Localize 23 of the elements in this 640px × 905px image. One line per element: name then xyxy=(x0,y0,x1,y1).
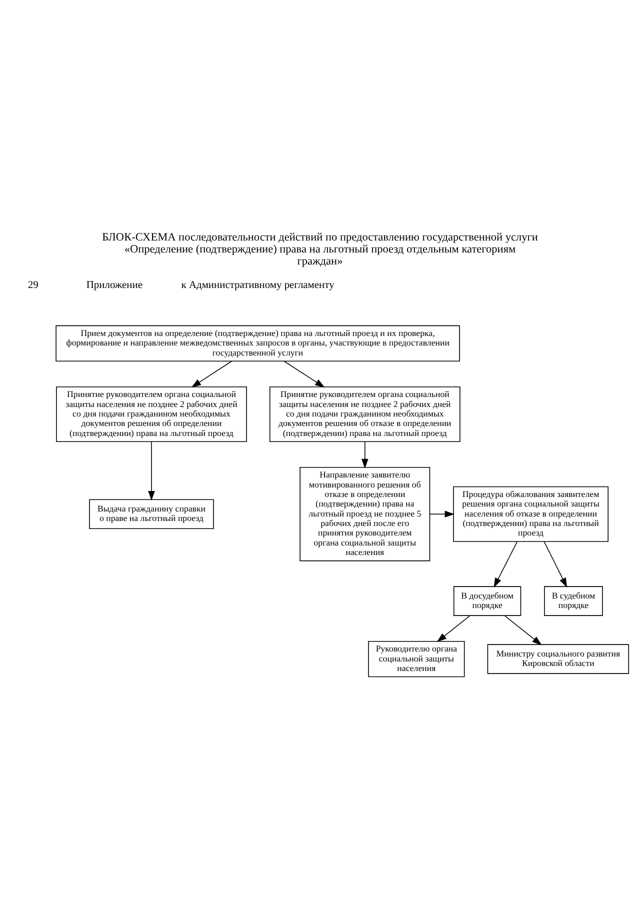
label: Приложение xyxy=(86,280,142,292)
label: 29 xyxy=(28,280,38,292)
arrow xyxy=(148,441,155,501)
arrow xyxy=(504,615,542,646)
arrow xyxy=(284,360,325,388)
node-box: Принятие руководителем органа социальной защиты населения не позднее 2 рабочих дней со дня подачи гражданином необходимых документов решения об отказе в определении (подтверждении) права на льготный проезд xyxy=(269,386,460,442)
node-box: Принятие руководителем органа социальной защиты населения не позднее 2 рабочих дней со дня подачи гражданином необходимых документов решения об определении (подтверждении) права на льготный проезд xyxy=(56,386,247,442)
node-box: Выдача гражданину справки о праве на льготный проезд xyxy=(89,499,214,529)
arrow xyxy=(494,541,518,588)
node-box: Руководителю органа социальной защиты населения xyxy=(368,640,465,678)
arrow xyxy=(430,510,454,518)
arrow xyxy=(436,615,470,642)
node-box: Направление заявителю мотивированного решения об отказе в определении (подтверждении) права на льготный проезд не позднее 5 рабочих дней после его принятия руководителем органа социальной защиты населения xyxy=(300,467,430,562)
arrow xyxy=(191,360,232,388)
node-box: В судебном порядке xyxy=(544,586,603,616)
diagram-title: БЛОК-СХЕМА последовательности действий по предоставлению государственной услуги «Определение (подтверждение) права на льготный проезд отдельным категориям граждан» xyxy=(102,231,538,268)
node-box: В досудебном порядке xyxy=(453,586,522,616)
node-box: Министру социального развития Кировской области xyxy=(487,644,630,674)
node-box: Процедура обжалования заявителем решения органа социальной защиты населения об отказе в определении (подтверждении) права на льготный проезд xyxy=(453,486,608,542)
label: к Административному регламенту xyxy=(181,280,334,292)
arrow xyxy=(544,541,568,588)
arrow xyxy=(362,441,368,469)
node-box: Прием документов на определение (подтверждение) права на льготный проезд и их проверка, формирование и направление межведомственных запросов в органы, участвующие в предоставлении государственной услуги xyxy=(56,325,460,362)
